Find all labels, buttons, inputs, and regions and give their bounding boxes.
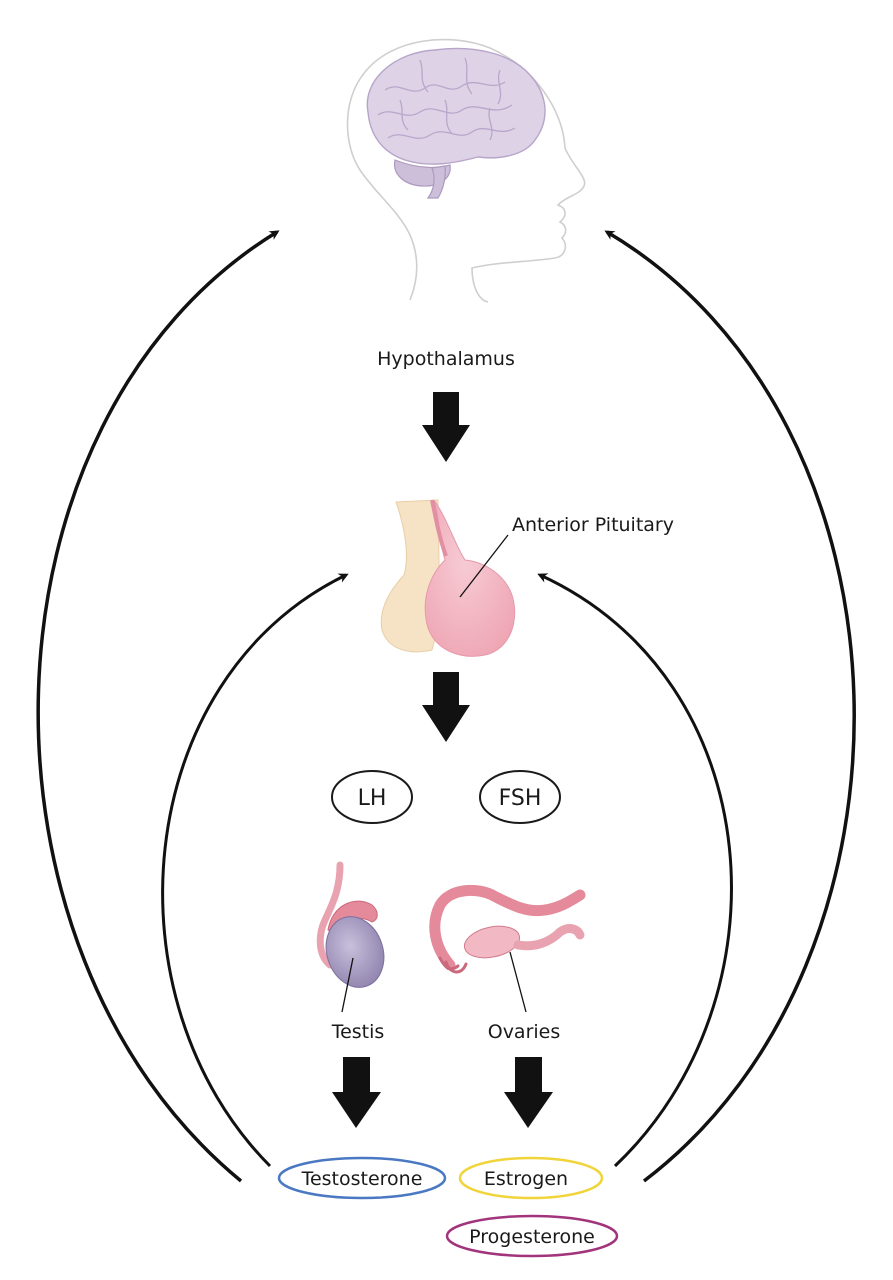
brain-folds: [377, 57, 516, 141]
brain-cerebrum: [366, 47, 546, 165]
testosterone-label: Testosterone: [301, 1168, 423, 1190]
pituitary-stalk: [430, 499, 448, 557]
pituitary-anterior-lobe: [424, 499, 516, 657]
fimbriae: [438, 956, 468, 974]
ovaries-leader: [509, 951, 527, 1013]
anterior-pituitary-label: Anterior Pituitary: [512, 514, 674, 536]
ovaries-label: Ovaries: [488, 1021, 561, 1043]
testosterone-oval: [277, 1156, 447, 1200]
estrogen-oval: [458, 1156, 604, 1200]
head-brain-icon: [346, 38, 586, 303]
lh-label: LH: [358, 786, 387, 811]
feedback-arrow-outer-left: [36, 230, 280, 1183]
testis-icon: [316, 861, 385, 988]
head-outline: [346, 38, 586, 303]
down-arrow-testis: [332, 1057, 381, 1128]
feedback-arrow-inner-left: [161, 573, 349, 1168]
hypothalamus-label: Hypothalamus: [377, 348, 515, 370]
progesterone-oval: [445, 1214, 619, 1258]
brain-stem: [426, 165, 446, 199]
progesterone-label: Progesterone: [469, 1226, 595, 1248]
anterior-pituitary-leader: [459, 534, 509, 598]
feedback-arrow-outer-right: [604, 230, 856, 1183]
down-arrow-pituitary: [422, 672, 470, 742]
down-arrow-ovaries: [504, 1057, 553, 1128]
ovaries-icon: [429, 884, 586, 974]
spermatic-cord: [316, 861, 344, 969]
lh-oval: [331, 770, 413, 824]
fallopian-tube: [429, 884, 586, 971]
pituitary-gland-icon: [380, 499, 516, 657]
down-arrow-hypothalamus: [422, 392, 470, 462]
estrogen-label: Estrogen: [484, 1168, 568, 1190]
uterus-edge: [513, 924, 585, 951]
ovary: [463, 925, 521, 959]
feedback-arrow-inner-right: [537, 573, 733, 1168]
testis-label: Testis: [331, 1021, 385, 1043]
testis-leader: [341, 957, 354, 1013]
fsh-label: FSH: [499, 786, 542, 811]
testis-body: [325, 916, 385, 988]
fsh-oval: [479, 770, 561, 824]
